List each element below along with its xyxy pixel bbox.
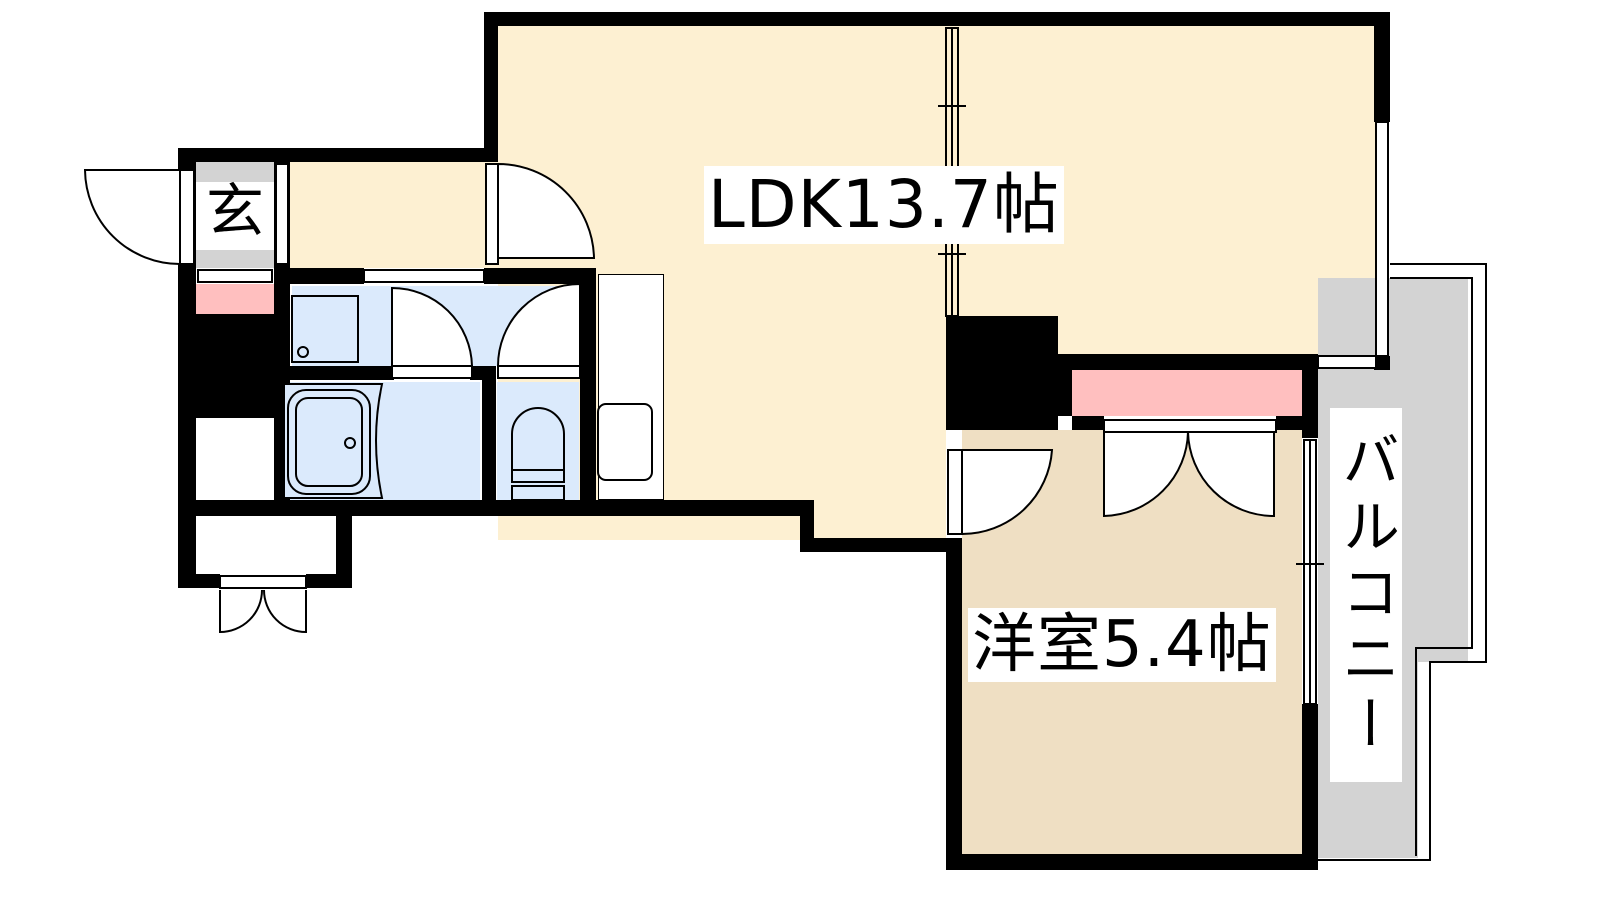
wall (1058, 354, 1072, 416)
wall (484, 12, 1390, 26)
wall (800, 538, 962, 552)
entrance-label: 玄 (196, 182, 274, 250)
wall (1058, 354, 1318, 370)
wall (946, 854, 1318, 870)
shoe-closet (196, 284, 274, 314)
wall (1276, 416, 1302, 430)
wall (1374, 356, 1390, 370)
wall (484, 148, 498, 162)
toilet-icon (511, 407, 565, 483)
wall (274, 268, 364, 284)
wall (1072, 416, 1104, 430)
lower-storage (196, 518, 336, 576)
storage-box (196, 418, 262, 500)
balcony-label: バルコニー (1330, 408, 1402, 782)
wall (580, 268, 596, 500)
sink-icon (597, 403, 653, 481)
entrance-door-icon (83, 169, 181, 265)
washroom-door-icon (391, 286, 474, 367)
wall (178, 148, 498, 162)
wall (482, 366, 496, 500)
closet-door-left-icon (1103, 431, 1190, 518)
wall (306, 574, 352, 588)
wall (484, 12, 498, 162)
wall (946, 540, 962, 870)
wall (1302, 354, 1318, 438)
wall (196, 314, 280, 418)
western-closet (1072, 370, 1302, 416)
ldk-door-icon (497, 162, 596, 259)
wall (484, 268, 596, 284)
western-room-door-icon (961, 449, 1054, 536)
hallway-floor (290, 162, 500, 268)
western-room-label: 洋室5.4帖 (968, 608, 1276, 682)
wall-pillar (946, 316, 1058, 430)
toilet-door-icon (496, 282, 581, 367)
wall (274, 366, 394, 380)
ldk-label: LDK13.7帖 (704, 166, 1064, 244)
closet-door-right-icon (1186, 431, 1275, 518)
wall (336, 500, 352, 588)
wall (1302, 704, 1318, 870)
wall (1374, 12, 1390, 122)
wall (178, 574, 220, 588)
